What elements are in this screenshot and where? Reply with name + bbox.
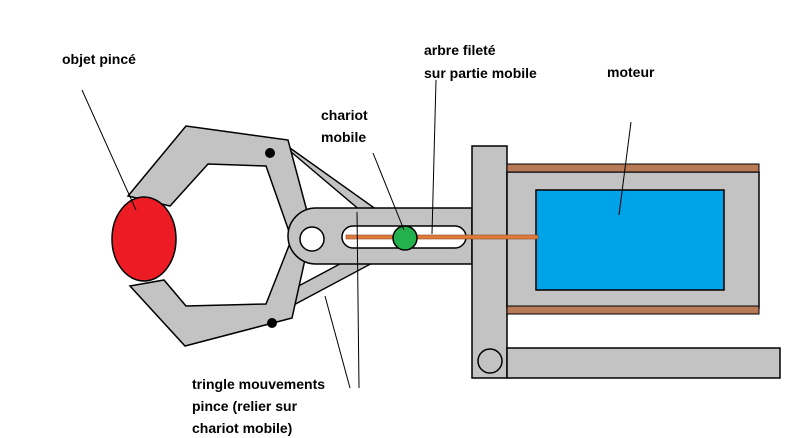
mobile-carriage [392, 225, 418, 251]
leader-tringle-b [324, 295, 351, 389]
label-arbre-filete: arbre fileté [424, 42, 496, 58]
threaded-rod [345, 234, 539, 240]
leader-lines [81, 79, 632, 389]
leader-tringle-a [356, 211, 360, 389]
motor-rail-top [506, 163, 760, 173]
bottom-rail [506, 347, 781, 379]
frame-plate [471, 145, 508, 379]
gripped-object [111, 196, 177, 282]
label-objet-pince: objet pincé [62, 51, 136, 67]
leader-objet [81, 89, 137, 211]
label-tringle-line1: tringle mouvements [192, 376, 325, 392]
frame-pivot [477, 348, 503, 374]
label-chariot: chariot [321, 107, 368, 123]
label-tringle-line3: chariot mobile) [192, 420, 292, 436]
lower-jaw-pin [267, 318, 277, 328]
leader-arbre [431, 79, 437, 235]
label-tringle-line2: pince (relier sur [192, 398, 298, 414]
label-mobile: mobile [321, 129, 366, 145]
motor [535, 189, 725, 291]
label-sur-partie-mobile: sur partie mobile [424, 65, 537, 81]
motor-rail-bottom [506, 305, 760, 315]
upper-jaw-pin [265, 148, 275, 158]
label-moteur: moteur [607, 64, 655, 80]
leader-moteur [618, 121, 632, 216]
leader-chariot [372, 152, 405, 231]
arm-pivot [299, 226, 325, 252]
